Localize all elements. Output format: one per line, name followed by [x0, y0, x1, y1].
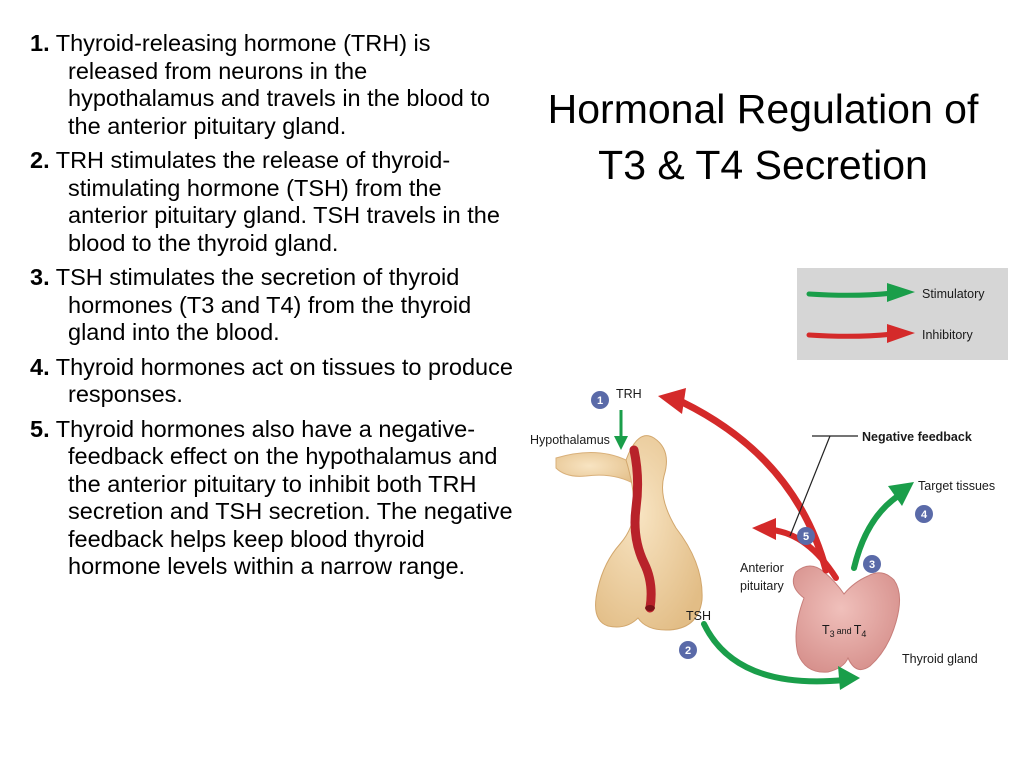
step-item: 5. Thyroid hormones also have a negative…	[30, 416, 516, 581]
target-tissues-stimulatory-arrow	[851, 482, 914, 571]
thyroid-gland-label: Thyroid gland	[902, 652, 978, 666]
step-number: 3.	[30, 264, 50, 290]
anterior-label: Anterior	[740, 561, 784, 575]
step-number: 4.	[30, 353, 50, 380]
svg-text:5: 5	[803, 531, 809, 543]
pituitary-label: pituitary	[740, 579, 785, 593]
tsh-label: TSH	[686, 609, 711, 623]
legend: Stimulatory Inhibitory	[797, 268, 1008, 360]
slide-title: Hormonal Regulation of T3 & T4 Secretion	[547, 86, 979, 189]
step-badge-1: 1	[591, 391, 609, 409]
step-text: TSH stimulates the secretion of thyroid …	[55, 264, 472, 345]
tsh-stimulatory-arrow	[701, 621, 860, 690]
legend-background	[797, 268, 1008, 360]
trh-label: TRH	[616, 387, 642, 401]
step-number: 2.	[30, 147, 50, 173]
step-text: Thyroid hormones act on tissues to produ…	[55, 353, 513, 408]
step-text: Thyroid hormones also have a negative-fe…	[55, 415, 513, 580]
step-item: 4. Thyroid hormones act on tissues to pr…	[30, 354, 516, 409]
svg-text:1: 1	[597, 395, 603, 407]
step-list: 1. Thyroid-releasing hormone (TRH) is re…	[30, 30, 516, 588]
step-item: 1. Thyroid-releasing hormone (TRH) is re…	[30, 30, 516, 140]
step-item: 3. TSH stimulates the secretion of thyro…	[30, 264, 516, 347]
svg-text:4: 4	[921, 509, 928, 521]
stimulatory-arrow-icon	[806, 283, 915, 302]
step-text: TRH stimulates the release of thyroid-st…	[55, 147, 500, 256]
legend-inhibitory-label: Inhibitory	[922, 328, 973, 342]
step-badge-3: 3	[863, 555, 881, 573]
thyroid-gland-shape	[792, 565, 900, 673]
legend-stimulatory-label: Stimulatory	[922, 287, 985, 301]
negative-feedback-line	[789, 435, 831, 537]
target-tissues-label: Target tissues	[918, 479, 995, 493]
step-item: 2. TRH stimulates the release of thyroid…	[30, 147, 516, 257]
pituitary-gland-shape	[595, 435, 703, 631]
blood-vessel-shape	[629, 445, 656, 613]
vessel-end-icon	[645, 605, 655, 611]
svg-text:3: 3	[869, 559, 875, 571]
trh-stimulatory-arrow	[614, 410, 628, 450]
svg-text:2: 2	[685, 645, 691, 657]
thyroid-regulation-diagram: TRH Hypothalamus Negative feedback Targe…	[530, 387, 995, 690]
step-badge-5: 5	[797, 527, 815, 545]
step-badge-2: 2	[679, 641, 697, 659]
step-text: Thyroid-releasing hormone (TRH) is relea…	[55, 30, 490, 139]
negative-feedback-label: Negative feedback	[862, 430, 972, 444]
hypothalamus-label: Hypothalamus	[530, 433, 610, 447]
step-number: 1.	[30, 30, 50, 56]
step-number: 5.	[30, 415, 50, 442]
step-badge-4: 4	[915, 505, 933, 523]
inhibitory-arrow-icon	[806, 324, 915, 343]
trh-inhibitory-arrow	[658, 388, 830, 574]
